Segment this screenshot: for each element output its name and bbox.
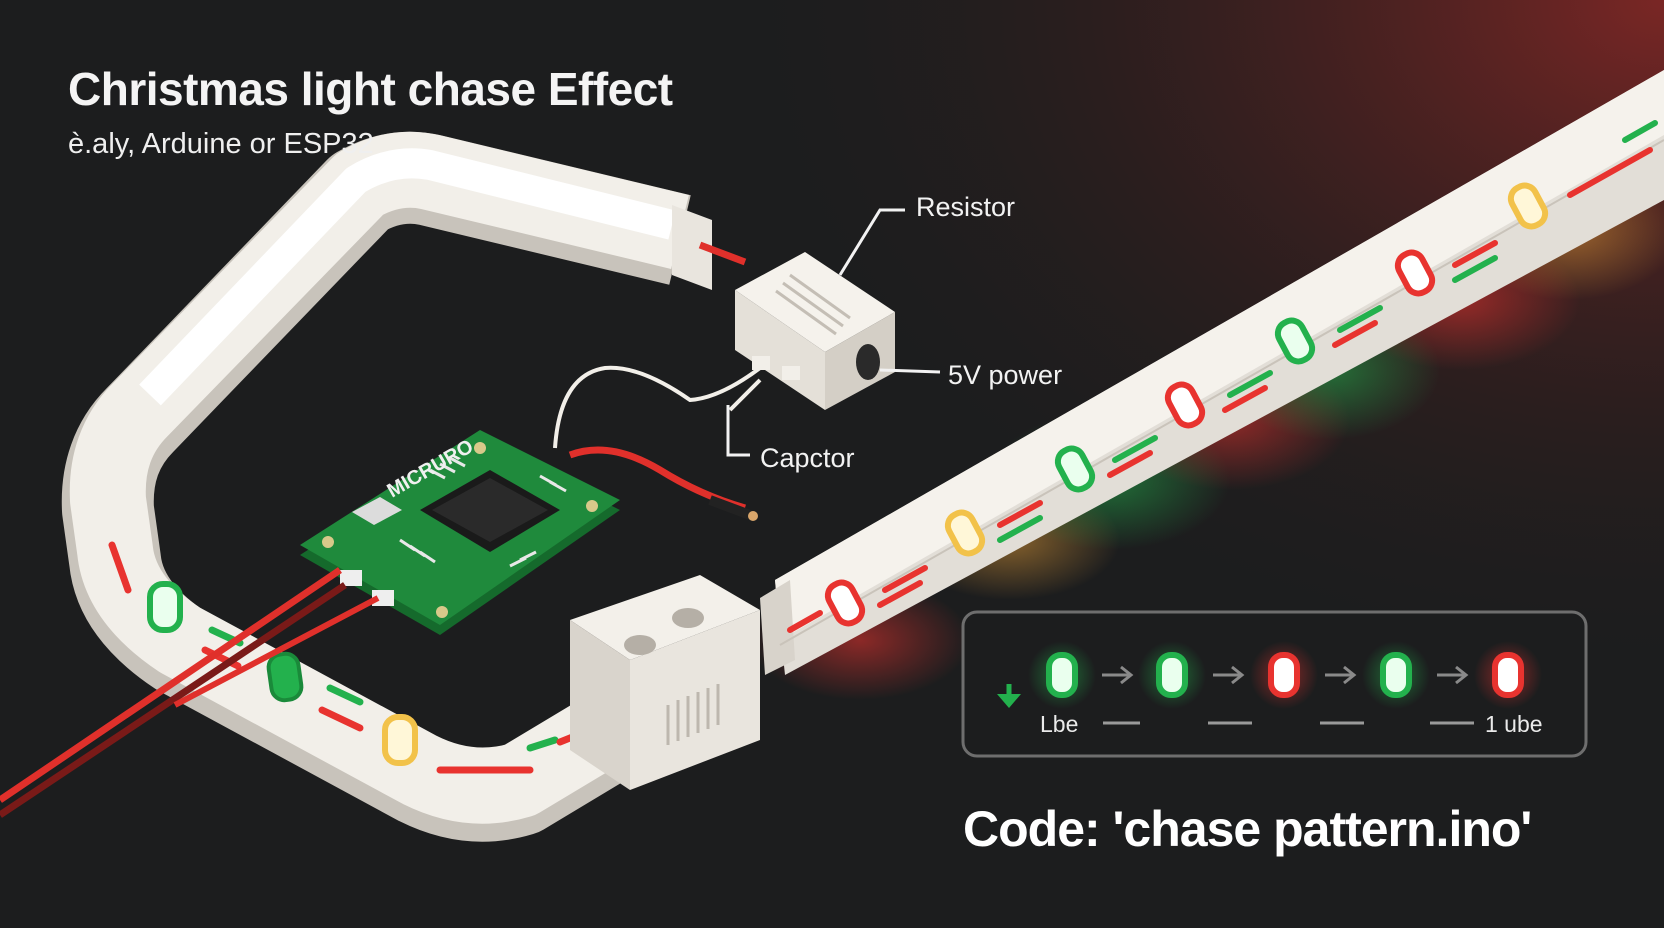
power-leader [879, 368, 941, 374]
strip-led [382, 714, 418, 766]
wire-red-top [698, 241, 747, 266]
capacitor-wire [553, 365, 762, 449]
page-subtitle: è.aly, Arduine or ESP32 [68, 128, 374, 160]
code-filename-label: Code: 'chase pattern.ino' [963, 801, 1532, 857]
wire-black-data [0, 582, 347, 818]
strip-led [147, 581, 183, 633]
strip-connector [570, 575, 760, 790]
resistor-label: Resistor [916, 192, 1016, 222]
power-label: 5V power [948, 360, 1063, 390]
strip-led [266, 651, 304, 703]
right-led-strip [760, 70, 1664, 675]
strip-led [1274, 317, 1316, 365]
chase-sequence-panel [961, 610, 1588, 758]
strip-led [1394, 249, 1436, 297]
sequence-led-green [1380, 652, 1412, 698]
strip-led [944, 509, 986, 557]
capacitor-lead [728, 378, 762, 412]
sequence-led-green [1156, 652, 1188, 698]
sequence-led-red [1492, 652, 1524, 698]
sequence-led-green [1046, 652, 1078, 698]
strip-led [1164, 381, 1206, 429]
strip-led [824, 579, 866, 627]
capacitor-leader [726, 405, 750, 457]
sequence-led-red [1268, 652, 1300, 698]
strip-led [1507, 182, 1549, 230]
strip-led [1054, 445, 1096, 493]
sequence-end-label: 1 ubе [1485, 711, 1543, 737]
wire-red-data-2 [173, 595, 380, 708]
sequence-arrow-icon [1102, 665, 1469, 685]
microcontroller-board: MICRURO [300, 430, 620, 635]
sequence-start-label: Lbe [1040, 711, 1079, 737]
capacitor-pin [782, 366, 800, 380]
wire-tip [748, 511, 758, 521]
resistor-leader [838, 208, 905, 276]
wire-black-end [708, 495, 752, 520]
page-title: Christmas light chase Effect [68, 63, 673, 115]
down-arrow-icon [997, 684, 1021, 708]
wire-red-data [0, 567, 342, 803]
capacitor-label: Capctor [760, 443, 855, 473]
right-strip-leds [787, 120, 1658, 633]
resistor-box [735, 252, 895, 410]
capacitor-pin [752, 356, 770, 370]
